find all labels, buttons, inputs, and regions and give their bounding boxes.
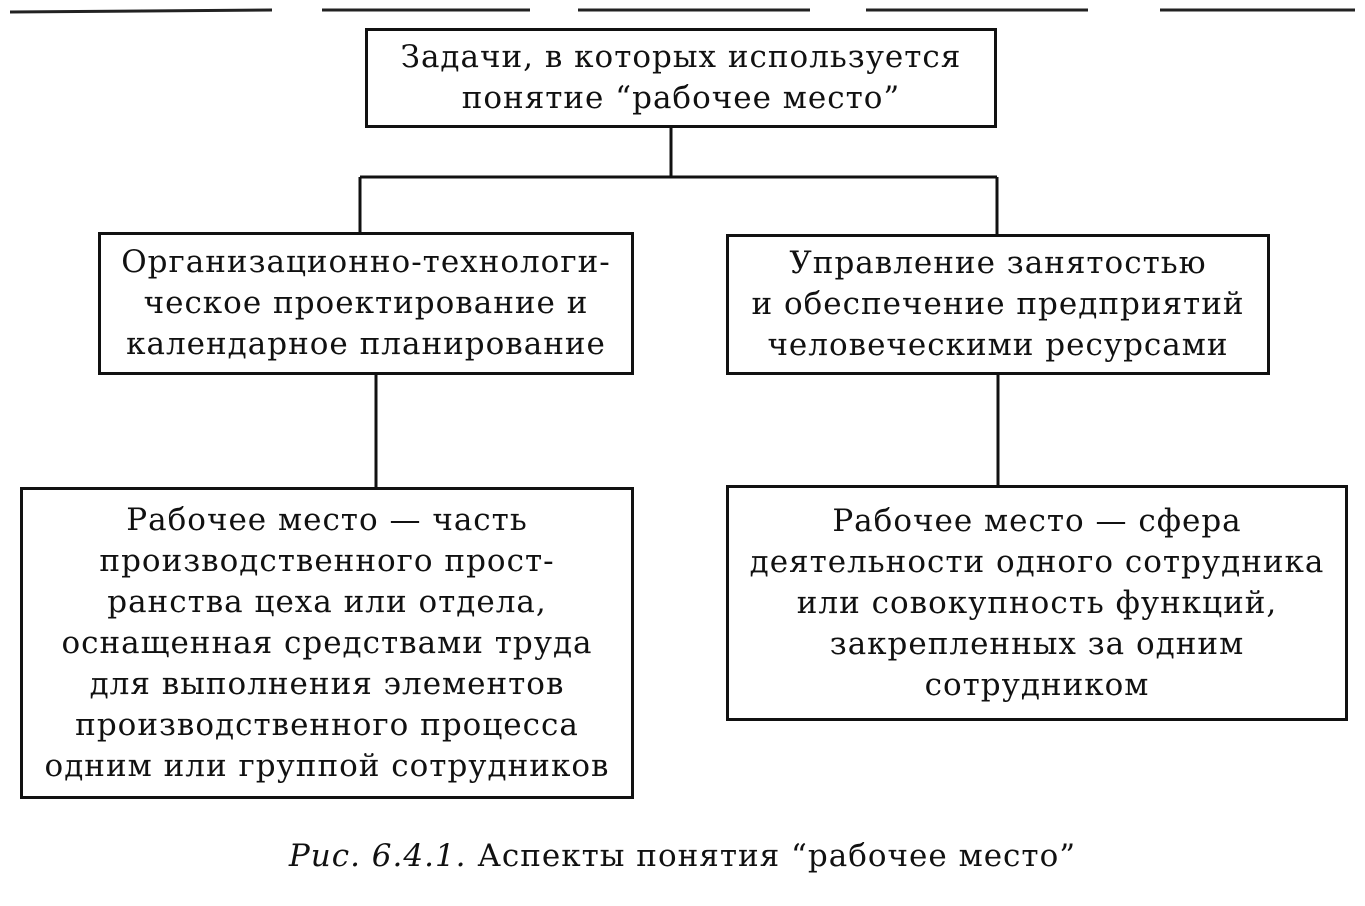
box-text-line: Организационно-технологи-: [121, 244, 611, 280]
box-text-line: понятие “рабочее место”: [461, 80, 901, 116]
box-text-line: одним или группой сотрудников: [44, 747, 610, 784]
box-text-line: деятельности одного сотрудника: [749, 543, 1325, 580]
workplace-definition-space-box: Рабочее место — часть производственного п…: [20, 487, 634, 799]
box-text-line: Задачи, в которых используется: [400, 39, 962, 75]
org-tech-design-box: Организационно-технологи-ческое проектир…: [98, 232, 634, 375]
box-text-line: Управление занятостью: [789, 245, 1207, 281]
employment-management-box: Управление занятостью и обеспечение предп…: [726, 234, 1270, 375]
box-text-line: сотрудником: [924, 666, 1150, 703]
figure-number: Рис. 6.4.1.: [288, 838, 467, 874]
figure-caption: Рис. 6.4.1. Аспекты понятия “рабочее мес…: [0, 838, 1365, 874]
box-text-line: человеческими ресурсами: [767, 327, 1229, 363]
box-text-line: производственного прост-: [99, 542, 555, 579]
box-text-line: производственного процесса: [75, 706, 579, 743]
workplace-definition-activity-box: Рабочее место — сфера деятельности одного…: [726, 485, 1348, 721]
box-text-line: ческое проектирование и: [143, 285, 589, 321]
box-text-line: или совокупность функций,: [796, 584, 1278, 621]
figure-title: Аспекты понятия “рабочее место”: [477, 838, 1077, 874]
box-text-line: Рабочее место — сфера: [832, 502, 1242, 539]
top-rule: [9, 8, 1355, 14]
box-text-line: календарное планирование: [126, 326, 606, 362]
box-text-line: Рабочее место — часть: [126, 501, 528, 538]
root-task-box: Задачи, в которых используется понятие “р…: [365, 28, 997, 128]
box-text-line: и обеспечение предприятий: [751, 286, 1245, 322]
box-text-line: ранства цеха или отдела,: [107, 583, 547, 620]
box-text-line: оснащенная средствами труда: [61, 624, 593, 661]
box-text-line: для выполнения элементов: [89, 665, 565, 702]
box-text-line: закрепленных за одним: [829, 625, 1245, 662]
connectors: [358, 128, 1000, 487]
